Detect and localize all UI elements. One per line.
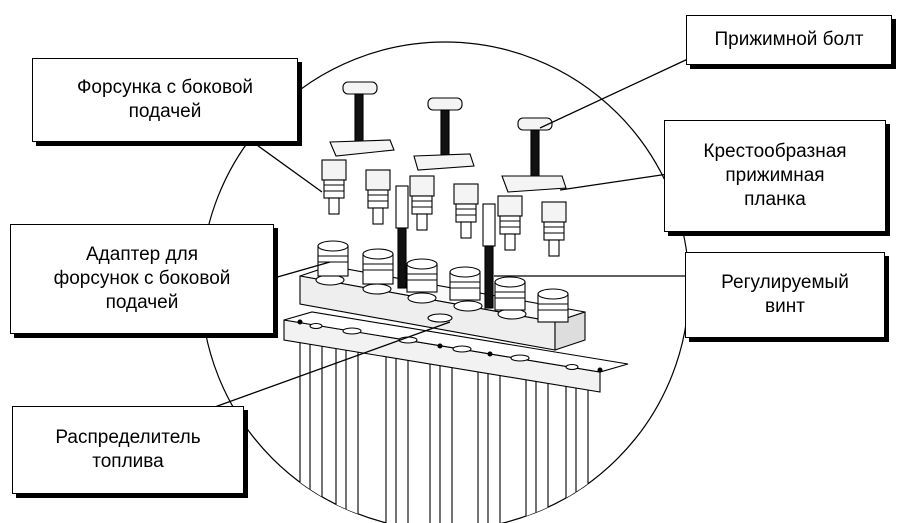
leader-cross-plate [559,173,669,191]
leader-side-feed-injector [249,139,323,193]
leader-pressure-bolt [539,57,691,129]
callout-adjustable-screw: Регулируемый винт [685,252,885,338]
adjustable-screws [395,185,496,309]
injectors [321,159,567,257]
callout-pressure-bolt: Прижимной болт [686,15,892,65]
callout-side-feed-adapter: Адаптер для форсунок с боковой подачей [10,224,274,334]
adapters [317,240,569,323]
cross-plates [329,139,567,193]
leader-fuel-rail [211,321,451,409]
callout-side-feed-injector: Форсунка с боковой подачей [32,58,298,142]
callout-fuel-rail: Распределитель топлива [12,406,244,494]
leader-side-feed-adapter [273,261,331,279]
callout-cross-plate: Крестообразная прижимная планка [664,120,886,232]
leader-lines [211,57,691,409]
